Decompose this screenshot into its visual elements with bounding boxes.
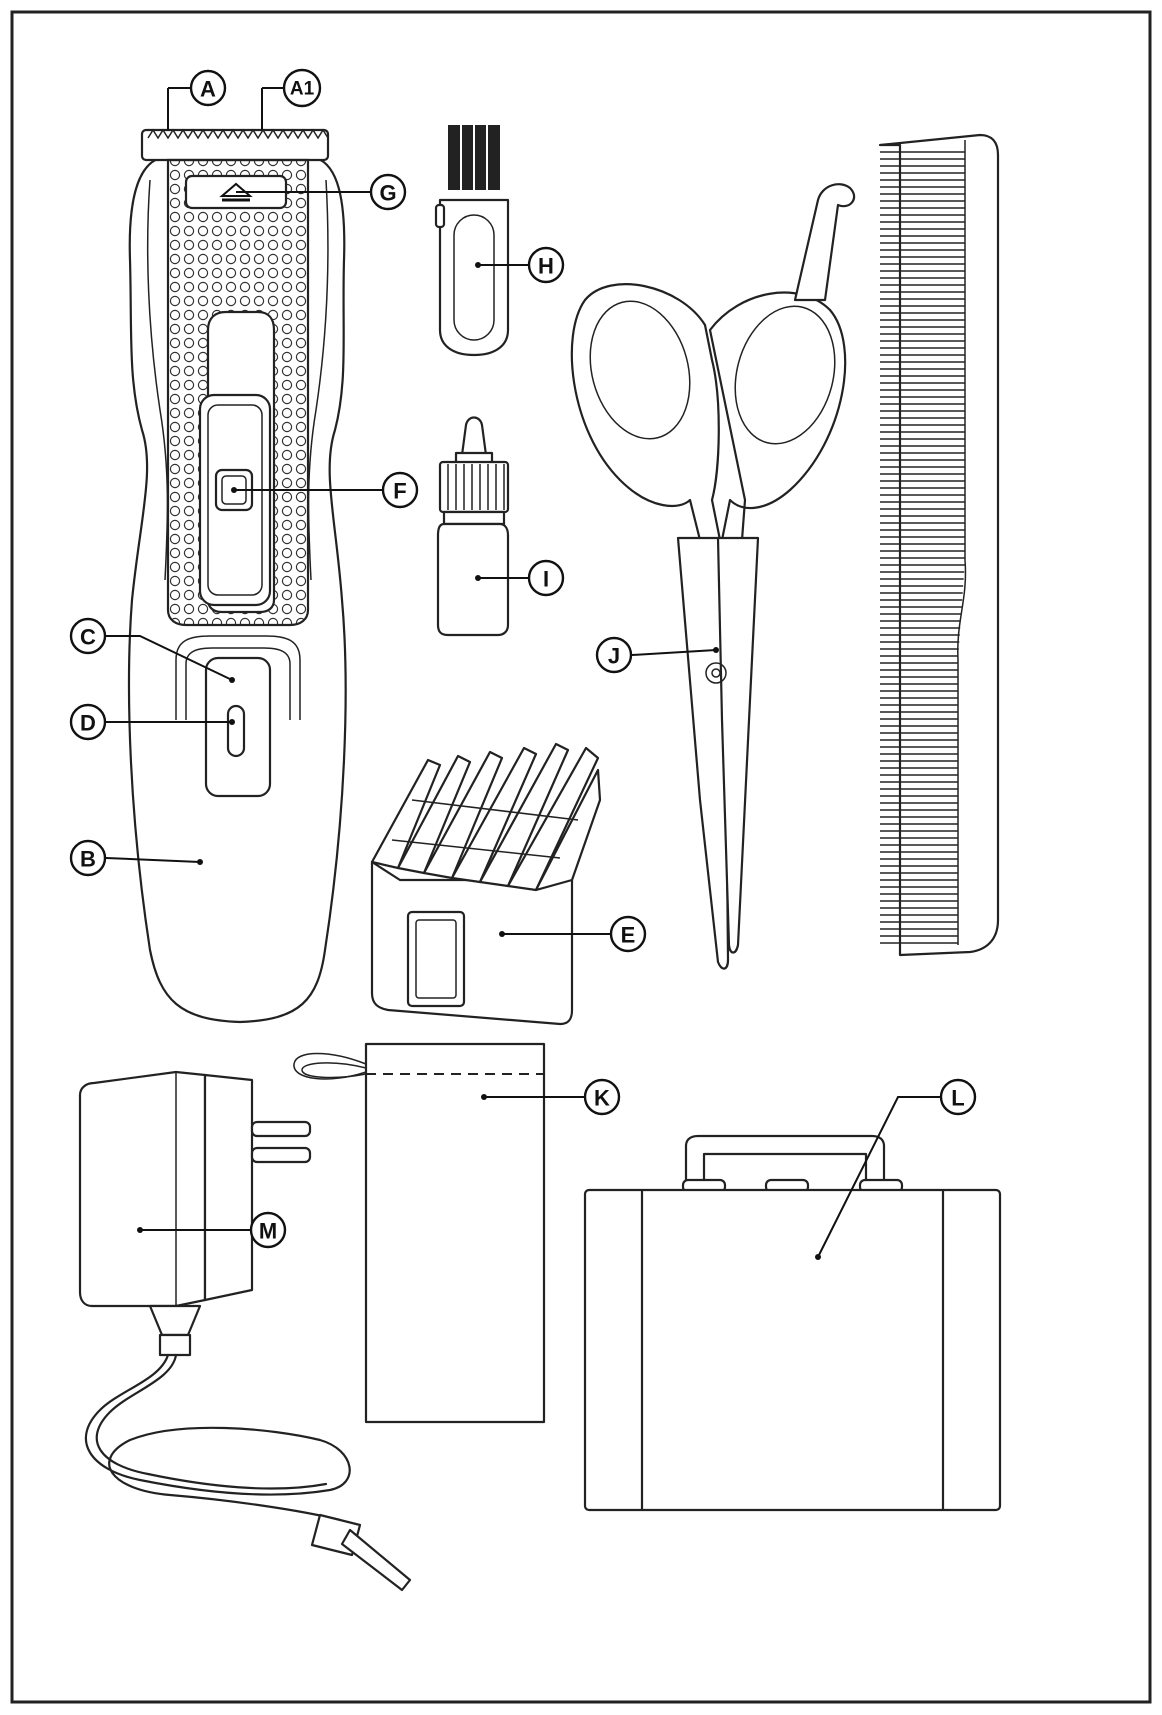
charge-indicator (226, 704, 246, 758)
callout-label-K: K (594, 1086, 610, 1111)
page-frame (10, 10, 1152, 1704)
callout-label-I: I (543, 567, 549, 592)
cleaning-brush-illustration (434, 125, 510, 357)
callout-label-A: A (200, 77, 216, 102)
callout-label-C: C (80, 625, 96, 650)
callout-label-F: F (393, 479, 406, 504)
callout-label-M: M (259, 1219, 277, 1244)
storage-pouch-illustration (293, 1042, 546, 1424)
callout-label-L: L (951, 1086, 964, 1111)
callout-label-E: E (621, 923, 636, 948)
callout-B: B (69, 839, 107, 877)
callout-L: L (939, 1078, 977, 1116)
callout-label-B: B (80, 847, 96, 872)
callout-H: H (527, 246, 565, 284)
callout-M: M (249, 1211, 287, 1249)
blade-head (140, 128, 330, 162)
callout-I: I (527, 559, 565, 597)
leader-lines (105, 87, 940, 1260)
callout-J: J (595, 636, 633, 674)
callout-A1: A1 (282, 68, 322, 108)
callout-label-A1: A1 (290, 79, 315, 100)
callout-A: A (189, 69, 227, 107)
callout-E: E (609, 915, 647, 953)
comb-illustration (878, 133, 1000, 957)
storage-case-illustration (583, 1134, 1002, 1512)
callout-C: C (69, 617, 107, 655)
scissors-illustration (570, 183, 856, 970)
comb-attachment-illustration (370, 742, 602, 1026)
hair-clipper-illustration (127, 128, 347, 1024)
callout-label-J: J (608, 644, 620, 669)
callout-label-G: G (379, 181, 396, 206)
oil-bottle-illustration (436, 416, 510, 637)
callout-K: K (583, 1078, 621, 1116)
callout-D: D (69, 703, 107, 741)
callout-F: F (381, 471, 419, 509)
callout-label-D: D (80, 711, 96, 736)
callout-label-H: H (538, 254, 554, 279)
power-adapter-illustration (78, 1070, 412, 1592)
callout-G: G (369, 173, 407, 211)
